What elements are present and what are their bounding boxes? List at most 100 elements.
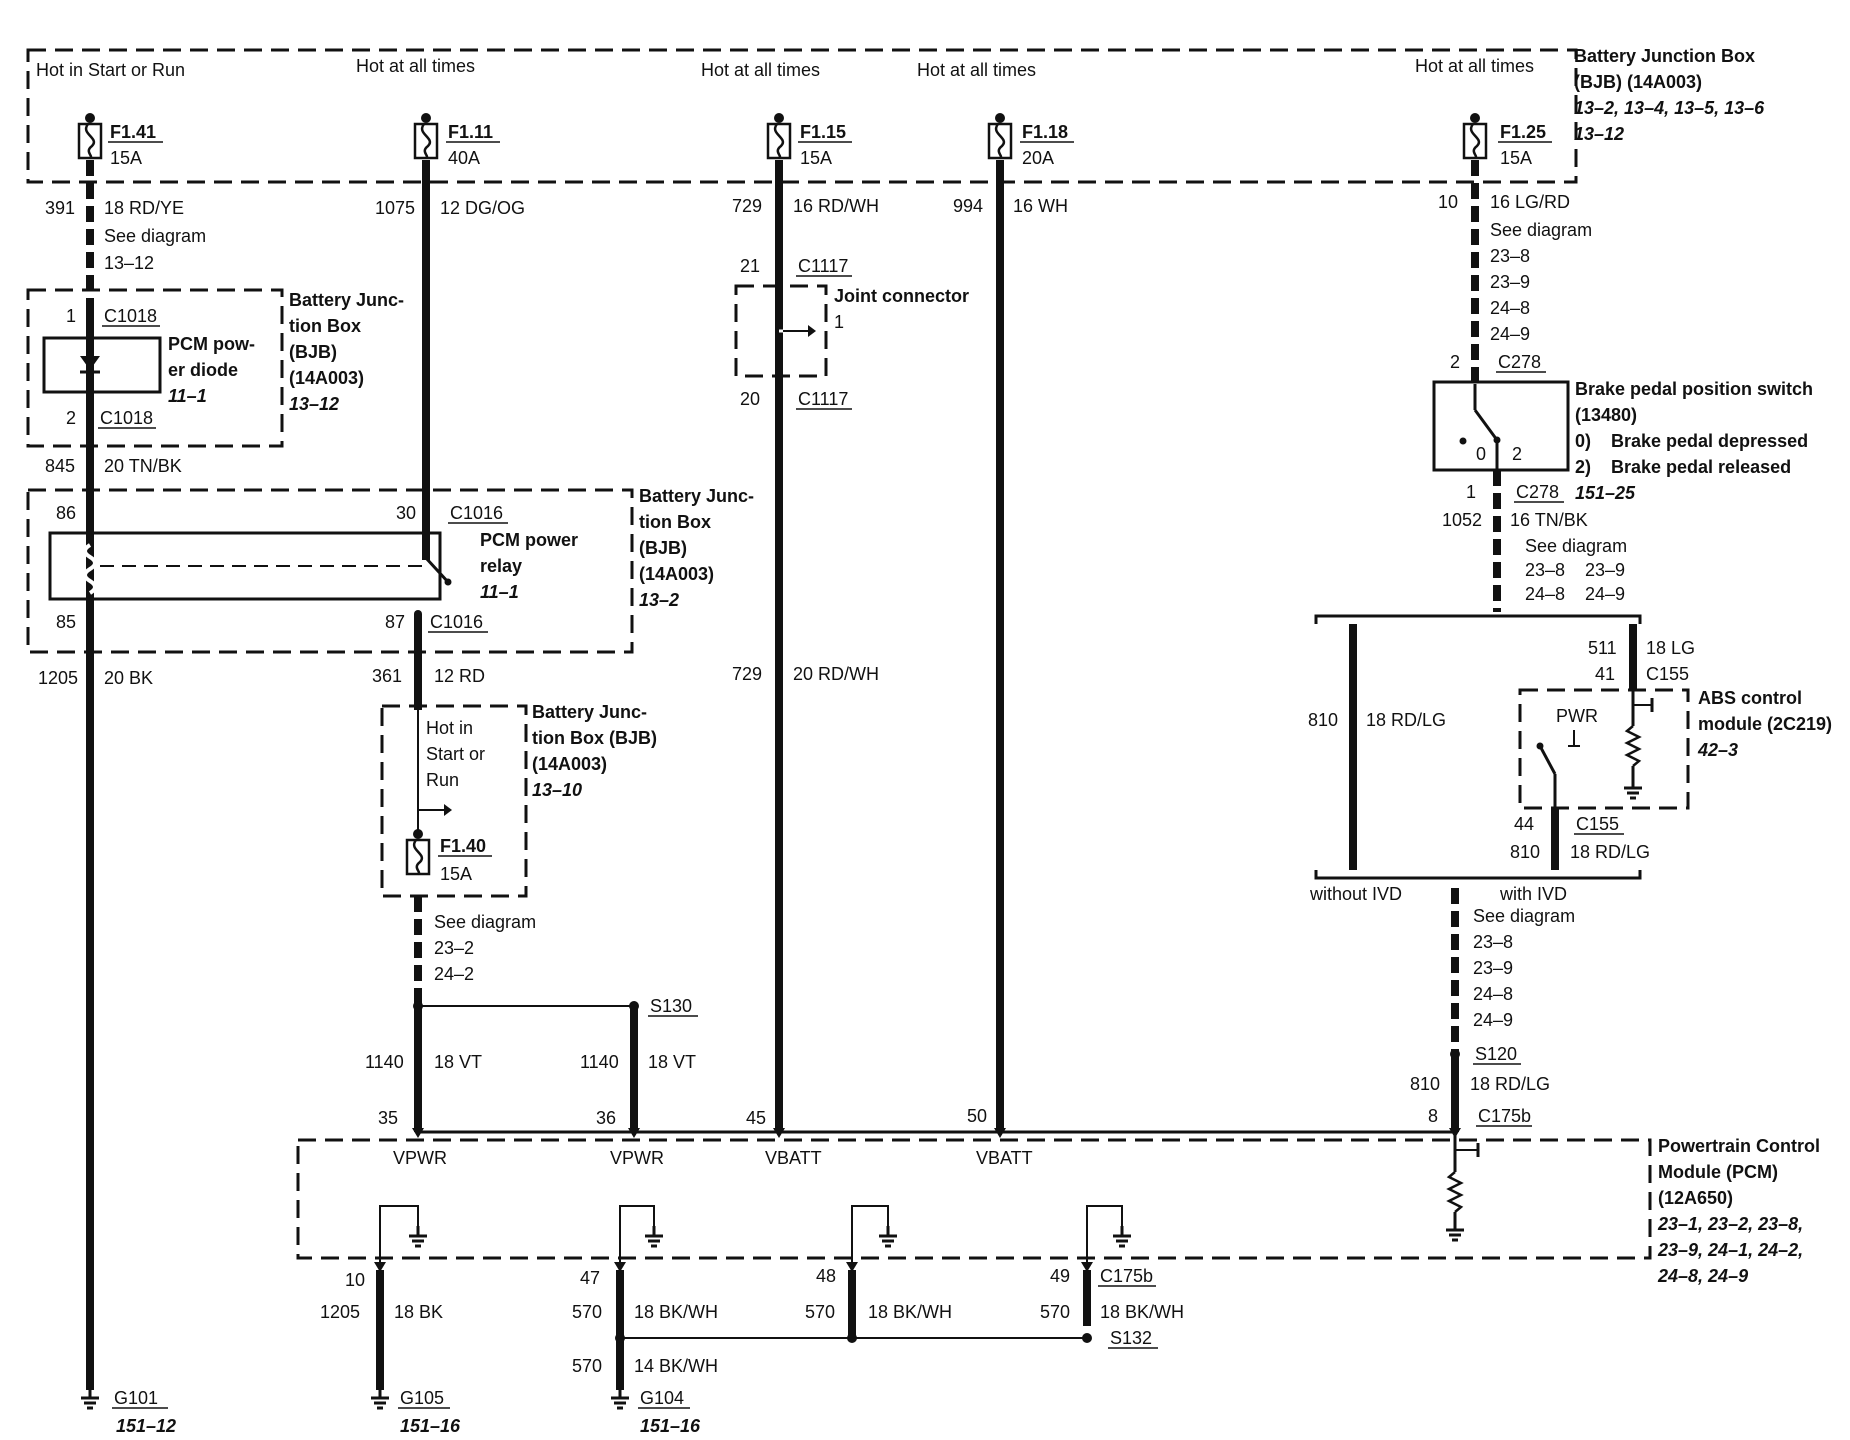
circuit-number: 729 — [732, 664, 762, 684]
bjb-ref: 13–2 — [639, 590, 679, 610]
pcm-power-relay — [48, 531, 442, 601]
ground-icon: G104 151–16 — [609, 1386, 701, 1436]
fuse-rating: 40A — [448, 148, 480, 168]
pin-number: 85 — [56, 612, 76, 632]
component-ref: 42–3 — [1697, 740, 1738, 760]
pin-number: 10 — [345, 1270, 365, 1290]
ground-name: G105 — [400, 1388, 444, 1408]
splice-name: S120 — [1475, 1044, 1517, 1064]
wire-729: 729 20 RD/WH — [732, 664, 879, 684]
fuse-icon: F1.40 15A — [405, 827, 492, 884]
bjb-f140-box — [380, 704, 528, 898]
wire-10: 10 16 LG/RD — [1438, 192, 1570, 212]
switch-state: 2) — [1575, 457, 1591, 477]
hot-label: Hot in — [426, 718, 473, 738]
component-name: Powertrain Control — [1658, 1136, 1820, 1156]
wire-spec: 18 RD/YE — [104, 198, 184, 218]
circuit-number: 729 — [732, 196, 762, 216]
ground-name: G101 — [114, 1388, 158, 1408]
fuse-icon: F1.25 15A — [1462, 111, 1552, 168]
see-diagram-ref: 24–8 — [1473, 984, 1513, 1004]
wire-spec: 18 RD/LG — [1470, 1074, 1550, 1094]
bjb-part: (14A003) — [289, 368, 364, 388]
component-ref: 23–9, 24–1, 24–2, — [1657, 1240, 1803, 1260]
see-diagram-ref: 24–9 — [1585, 584, 1625, 604]
see-diagram-label: See diagram — [1473, 906, 1575, 926]
wire-spec: 14 BK/WH — [634, 1356, 718, 1376]
component-name: Joint connector — [834, 286, 969, 306]
pin-number: 45 — [746, 1108, 766, 1128]
wire-810: 810 18 RD/LG — [1308, 710, 1446, 730]
component-name: PCM pow- — [168, 334, 255, 354]
relay-switch-icon — [424, 556, 452, 586]
see-diagram-label: See diagram — [434, 912, 536, 932]
component-ref: 11–1 — [168, 386, 207, 406]
pcm-ground-pin-markers — [374, 1262, 1093, 1272]
fuse-icon: F1.41 15A — [77, 111, 163, 168]
wire-810: 810 18 RD/LG — [1410, 1074, 1550, 1094]
fuse-rating: 20A — [1022, 148, 1054, 168]
pin-number: 1 — [834, 312, 844, 332]
see-diagram-ref: 24–8 — [1525, 584, 1565, 604]
wire-spec: 18 VT — [434, 1052, 482, 1072]
pin-number: 2 — [1450, 352, 1460, 372]
bjb-top-box — [26, 48, 1578, 184]
ground-name: G104 — [640, 1388, 684, 1408]
switch-position: 2 — [1512, 444, 1522, 464]
wire-spec: 18 VT — [648, 1052, 696, 1072]
bjb-top-part: (BJB) (14A003) — [1574, 72, 1702, 92]
fuse-rating: 15A — [800, 148, 832, 168]
bjb-ref: 13–10 — [532, 780, 582, 800]
pin-number: 41 — [1595, 664, 1615, 684]
fuse-name: F1.11 — [448, 122, 493, 142]
diode-icon — [80, 356, 100, 374]
component-part: (13480) — [1575, 405, 1637, 425]
bjb-title: tion Box — [639, 512, 711, 532]
wire-spec: 16 RD/WH — [793, 196, 879, 216]
circuit-number: 570 — [805, 1302, 835, 1322]
fuse-name: F1.40 — [440, 836, 486, 856]
see-diagram-label: See diagram — [1525, 536, 1627, 556]
connector-name: C175b — [1100, 1266, 1153, 1286]
component-ref: 151–25 — [1575, 483, 1636, 503]
circuit-number: 391 — [45, 198, 75, 218]
see-diagram-ref: 24–2 — [434, 964, 474, 984]
switch-icon — [1536, 742, 1557, 808]
bjb-title: (BJB) — [289, 342, 337, 362]
wire-spec: 18 BK/WH — [1100, 1302, 1184, 1322]
circuit-number: 361 — [372, 666, 402, 686]
see-diagram-ref: 23–9 — [1490, 272, 1530, 292]
wire-spec: 18 LG — [1646, 638, 1695, 658]
wire-570: 570 14 BK/WH — [572, 1356, 718, 1376]
wire-1140: 1140 18 VT — [580, 1052, 696, 1072]
fuse-icon: F1.18 20A — [987, 111, 1074, 168]
see-diagram-ref: 24–9 — [1473, 1010, 1513, 1030]
pin-number: 1 — [66, 306, 76, 326]
arrow-icon — [775, 325, 816, 337]
wire-361: 361 12 RD — [372, 666, 485, 686]
hot-all-times-label: Hot at all times — [1415, 56, 1534, 76]
connector-name: C155 — [1576, 814, 1619, 834]
pcm-pin-label: VBATT — [765, 1148, 822, 1168]
component-ref: 23–1, 23–2, 23–8, — [1657, 1214, 1803, 1234]
option-bracket-bottom — [1314, 870, 1642, 880]
bjb-top-refs: 13–2, 13–4, 13–5, 13–6 — [1574, 98, 1765, 118]
pin-number: 50 — [967, 1106, 987, 1126]
see-diagram-label: See diagram — [1490, 220, 1592, 240]
pin-number: 35 — [378, 1108, 398, 1128]
wire-spec: 18 RD/LG — [1366, 710, 1446, 730]
bjb-ref: 13–12 — [289, 394, 339, 414]
circuit-number: 1075 — [375, 198, 415, 218]
wire-994: 994 16 WH — [953, 196, 1068, 216]
fuse-name: F1.25 — [1500, 122, 1546, 142]
relay-coil-icon — [83, 543, 97, 595]
component-ref: 11–1 — [480, 582, 519, 602]
circuit-number: 845 — [45, 456, 75, 476]
bjb-diode-box — [26, 288, 284, 448]
wire-spec: 18 BK — [394, 1302, 443, 1322]
circuit-number: 810 — [1510, 842, 1540, 862]
component-name: er diode — [168, 360, 238, 380]
wire-spec: 18 BK/WH — [868, 1302, 952, 1322]
wire-1140: 1140 18 VT — [365, 1052, 482, 1072]
